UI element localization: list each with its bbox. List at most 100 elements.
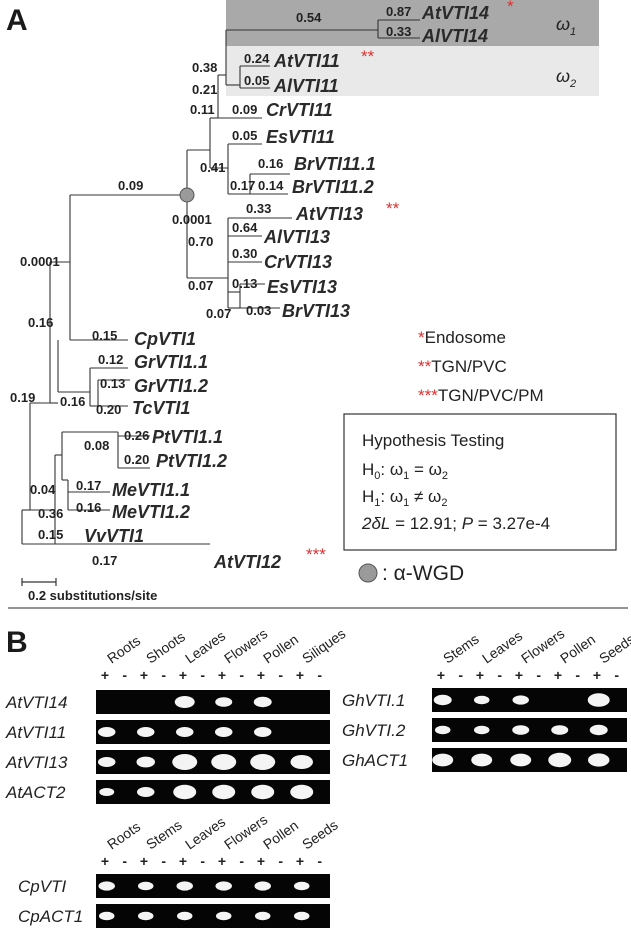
hypothesis-title: Hypothesis Testing [362, 431, 504, 450]
lane-minus-label: - [161, 667, 166, 683]
gel-band [98, 881, 115, 891]
branch-value: 0.17 [230, 178, 255, 193]
branch-value: 0.20 [124, 452, 149, 467]
branch-value: 0.17 [76, 478, 101, 493]
taxon-label: PtVTI1.1 [152, 427, 223, 447]
panel-b-label: B [6, 626, 28, 659]
tissue-label: Stems [143, 817, 185, 853]
gene-label: AtVTI11 [5, 723, 66, 742]
gel-band [251, 784, 275, 800]
branch-value: 0.04 [30, 482, 56, 497]
legend-endosome: *Endosome [418, 328, 506, 347]
legend-tgn-pvc-pm: ***TGN/PVC/PM [418, 386, 544, 405]
lane-minus-label: - [317, 853, 322, 869]
taxon-label: BrVTI13 [282, 301, 350, 321]
branch-value: 0.12 [98, 352, 123, 367]
gel-band [214, 727, 233, 737]
branch-value: 0.64 [232, 220, 258, 235]
lane-minus-label: - [239, 667, 244, 683]
branch-value: 0.17 [92, 553, 117, 568]
gel-band [212, 784, 236, 800]
gel-band [473, 695, 490, 705]
omega2-highlight [226, 46, 599, 96]
branch-value: 0.33 [386, 24, 411, 39]
taxon-label: CrVTI13 [264, 252, 332, 272]
gel-band [174, 696, 195, 708]
gene-label: GhVTI.1 [342, 691, 405, 710]
branch-value: 0.0001 [20, 254, 60, 269]
gel-band [293, 911, 310, 921]
lane-minus-label: - [575, 667, 580, 683]
branch-value: 0.13 [232, 276, 257, 291]
lane-minus-label: - [122, 667, 127, 683]
lane-plus-label: + [437, 667, 445, 683]
gel-band [136, 756, 155, 768]
gel-band [172, 754, 198, 770]
gel-band [215, 911, 232, 921]
branch-value: 0.70 [188, 234, 213, 249]
omega2-label: ω2 [556, 66, 576, 90]
omega1-highlight [226, 0, 599, 46]
localization-marker: * [507, 0, 514, 16]
lane-minus-label: - [458, 667, 463, 683]
gel-band [551, 725, 569, 735]
taxon-label: PtVTI1.2 [156, 451, 227, 471]
taxon-label: TcVTI1 [132, 398, 190, 418]
gel-strip [96, 874, 330, 898]
omega2-symbol: ω [556, 66, 570, 86]
gel-band [254, 881, 271, 891]
gel-band [97, 727, 116, 737]
gel-band [471, 753, 493, 767]
gel-band [215, 881, 232, 891]
tissue-label: Leaves [182, 627, 228, 666]
lane-minus-label: - [536, 667, 541, 683]
branch-value: 0.21 [192, 82, 217, 97]
scale-bar-label: 0.2 substitutions/site [28, 588, 157, 603]
lane-minus-label: - [122, 853, 127, 869]
taxon-label: CrVTI11 [266, 100, 333, 120]
lane-plus-label: + [554, 667, 562, 683]
lane-plus-label: + [257, 853, 265, 869]
omega1-symbol: ω [556, 14, 570, 34]
taxon-label: GrVTI1.2 [134, 376, 208, 396]
tissue-label: Seeds [596, 631, 631, 667]
gel-panels: Roots+-Shoots+-Leaves+-Flowers+-Pollen+-… [5, 625, 631, 928]
gel-band [99, 788, 115, 796]
gene-label: AtVTI14 [5, 693, 67, 712]
lane-minus-label: - [497, 667, 502, 683]
tissue-label: Flowers [221, 811, 270, 852]
gene-label: AtVTI13 [5, 753, 68, 772]
branch-value: 0.36 [38, 506, 63, 521]
localization-marker: ** [386, 199, 400, 218]
gel-band [510, 753, 532, 767]
tissue-label: Leaves [479, 627, 525, 666]
gel-band [253, 696, 272, 708]
branch-value: 0.15 [92, 328, 117, 343]
branch-value: 0.13 [100, 376, 125, 391]
hypothesis-box [343, 413, 617, 551]
gel-band [290, 784, 314, 800]
gel-strip [96, 690, 330, 714]
branch-value: 0.38 [192, 60, 217, 75]
taxon-label: AlVTI13 [263, 227, 330, 247]
lane-plus-label: + [257, 667, 265, 683]
gene-label: GhACT1 [342, 751, 408, 770]
gel-band [548, 752, 572, 768]
branch-value: 0.54 [296, 10, 322, 25]
branch-value: 0.05 [244, 73, 269, 88]
branch-value: 0.05 [232, 128, 257, 143]
lane-plus-label: + [218, 853, 226, 869]
gel-band [215, 697, 233, 707]
taxon-label: GrVTI1.1 [134, 352, 208, 372]
taxon-label: EsVTI13 [267, 277, 337, 297]
gene-label: CpVTI [18, 877, 66, 896]
lane-minus-label: - [239, 853, 244, 869]
lane-minus-label: - [278, 667, 283, 683]
gel-strip [96, 720, 330, 744]
lane-plus-label: + [296, 667, 304, 683]
lane-plus-label: + [179, 667, 187, 683]
branch-value: 0.07 [188, 278, 213, 293]
taxon-label: MeVTI1.2 [112, 502, 190, 522]
gel-band [175, 727, 194, 737]
